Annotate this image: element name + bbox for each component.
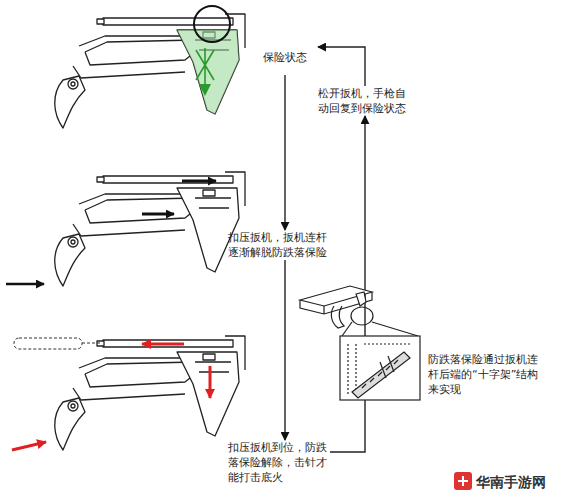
mechanism-released <box>12 336 245 450</box>
mechanism-pressing <box>6 172 245 286</box>
cross-structure-inset <box>300 286 420 400</box>
callout-note: 防跌落保险通过扳机连杆后端的“十字架”结构来实现 <box>428 352 540 397</box>
state-text-box: 扣压扳机到位，防跌落保险解除，击针才能打击底火 <box>228 440 330 485</box>
flow-arrow <box>318 47 365 86</box>
state-text: 保险状态 <box>252 50 318 65</box>
state-text: 扣压扳机，扳机连杆逐渐解脱防跌落保险 <box>228 230 330 260</box>
flow-arrow <box>330 116 365 452</box>
mechanism-safe <box>55 6 245 128</box>
state-text: 扣压扳机到位，防跌落保险解除，击针才能打击底火 <box>228 440 330 485</box>
flow-arrow <box>284 75 285 230</box>
watermark: 华南手游网 <box>476 473 564 491</box>
state-text-box: 松开扳机，手枪自动回复到保险状态 <box>318 86 410 116</box>
state-text-box: 保险状态 <box>252 40 318 75</box>
watermark-logo <box>454 472 472 490</box>
flow-arrow <box>284 260 285 440</box>
state-text: 松开扳机，手枪自动回复到保险状态 <box>318 86 410 116</box>
state-text-box: 扣压扳机，扳机连杆逐渐解脱防跌落保险 <box>228 230 330 260</box>
